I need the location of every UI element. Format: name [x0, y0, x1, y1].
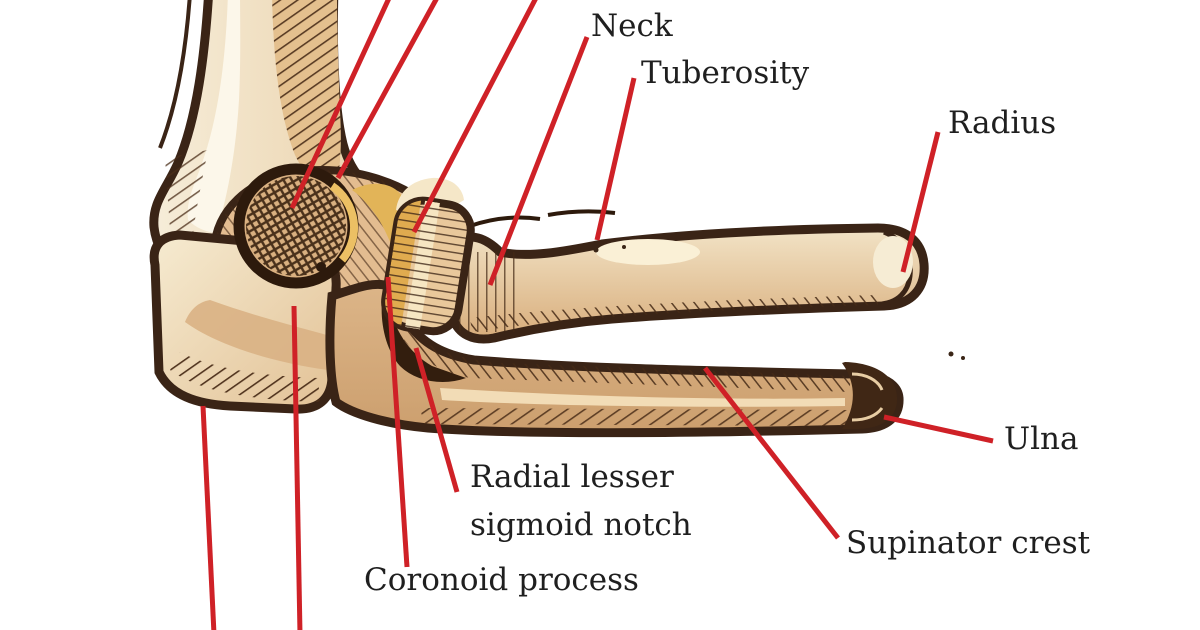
epicondyle-hatch [165, 150, 208, 245]
leader-line-radial-lesser-sigmoid-notch [413, 347, 460, 493]
leader-line-supinator-crest [703, 366, 840, 540]
olecranon-hatch [170, 352, 320, 402]
leader-line-tuberosity [594, 77, 637, 241]
leader-line-neck [487, 36, 590, 286]
leader-line-cropped-bottom-2 [291, 305, 303, 630]
radius-bone [446, 209, 929, 344]
leader-line-radius [900, 131, 941, 273]
radius-end-highlight [873, 236, 913, 288]
radius-highlight [596, 239, 700, 265]
radius-bottom-hatch [470, 295, 878, 332]
capitulum [233, 163, 359, 289]
leader-line-ulna [883, 414, 994, 444]
leader-line-cropped-top-3 [411, 0, 538, 234]
radial-head [381, 196, 475, 336]
ulna-top-hatch [404, 330, 850, 392]
leader-line-coronoid-process [385, 276, 410, 568]
capitulum-dot [316, 262, 326, 272]
leader-line-cropped-top-2 [335, 0, 439, 180]
leader-line-cropped-bottom-1 [200, 405, 217, 630]
leader-lines-layer [200, 0, 994, 630]
ulna-bottom-hatch [420, 408, 850, 426]
sketch-specks [593, 245, 965, 360]
annular-shadow [381, 300, 466, 382]
ulna-end-cap [842, 362, 898, 429]
capitulum-crescent [329, 182, 359, 263]
leader-line-cropped-top-1 [289, 0, 391, 210]
ulna-center-stripe [440, 388, 845, 407]
